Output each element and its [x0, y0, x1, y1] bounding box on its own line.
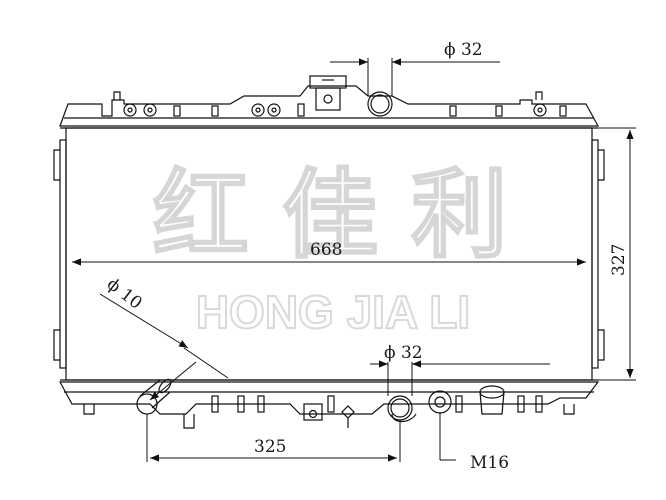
pipe-spacing-label: 325 [254, 437, 286, 457]
drain-plug [428, 390, 452, 414]
top-tank [59, 85, 600, 127]
top-tank-features [113, 91, 567, 117]
bottom-outlet-pipe [387, 395, 417, 423]
drain-thread-label: M16 [470, 453, 509, 473]
dimension-lines [72, 58, 636, 462]
core-width-label: 668 [310, 240, 342, 260]
lower-filler-neck [479, 385, 505, 415]
radiator-outline [53, 75, 605, 429]
watermark-chinese: 红 佳 利 [153, 159, 508, 271]
top-outlet-pipe [367, 91, 393, 117]
top-pipe-diameter-label: ϕ 32 [444, 40, 483, 60]
small-pipe-diameter-label: ϕ 10 [103, 274, 146, 314]
bottom-tank-features [83, 395, 575, 429]
core-height-label: 327 [609, 244, 629, 276]
radiator-cap [309, 75, 347, 111]
bottom-pipe-diameter-label: ϕ 32 [384, 343, 423, 363]
watermark-latin: HONG JIA LI [196, 286, 470, 338]
bottom-tank [58, 381, 600, 415]
